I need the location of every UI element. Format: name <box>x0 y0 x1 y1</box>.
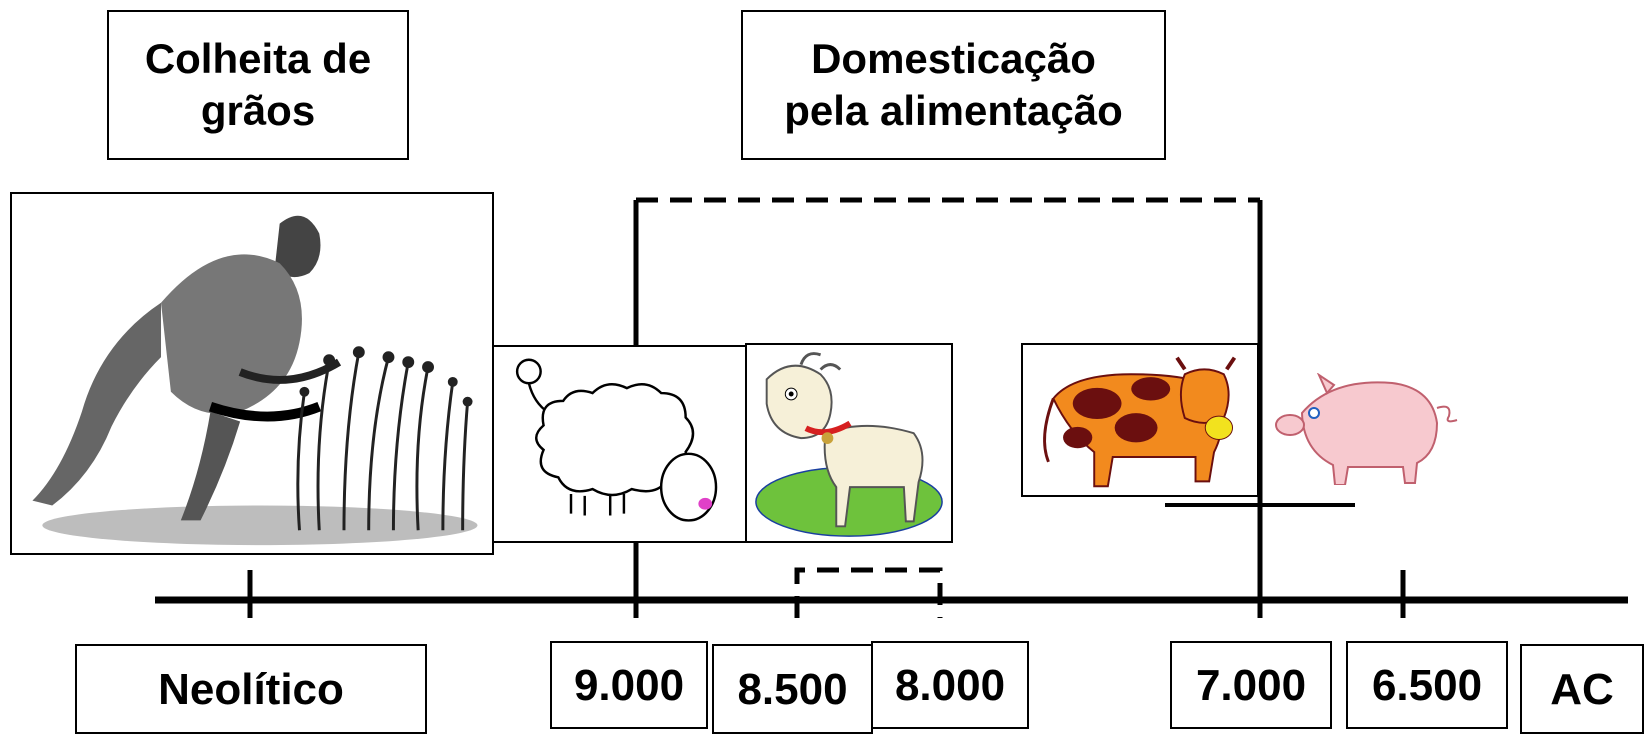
goat-icon <box>745 343 953 543</box>
date-9000-text: 9.000 <box>573 660 685 710</box>
cow-icon <box>1021 343 1259 497</box>
date-8000-text: 8.000 <box>894 660 1006 710</box>
harvest-title-text: Colheita de grãos <box>144 34 372 135</box>
era-label: AC <box>1520 644 1644 734</box>
domestication-title-text: Domesticação pela alimentação <box>784 34 1123 135</box>
sheep-icon <box>492 345 748 543</box>
date-label-7000: 7.000 <box>1170 641 1332 729</box>
period-label: Neolítico <box>75 644 427 734</box>
date-label-9000: 9.000 <box>550 641 708 729</box>
date-7000-text: 7.000 <box>1195 660 1307 710</box>
date-6500-text: 6.500 <box>1371 660 1483 710</box>
man-harvesting-grain-icon <box>10 192 494 555</box>
domestication-title: Domesticação pela alimentação <box>741 10 1166 160</box>
date-8500-text: 8.500 <box>737 664 848 714</box>
period-label-text: Neolítico <box>158 664 344 714</box>
date-label-8000: 8.000 <box>871 641 1029 729</box>
harvest-title: Colheita de grãos <box>107 10 409 160</box>
goat-bracket <box>794 567 943 618</box>
pig-icon <box>1272 373 1458 485</box>
date-label-8500: 8.500 <box>712 644 873 734</box>
era-label-text: AC <box>1550 664 1614 714</box>
date-label-6500: 6.500 <box>1346 641 1508 729</box>
